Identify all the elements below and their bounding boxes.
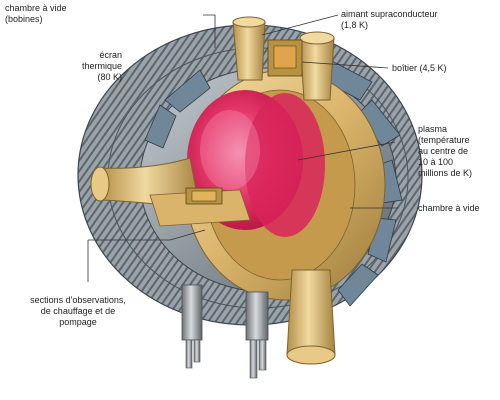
leader-lines — [87, 14, 398, 282]
label-casing: boîtier (4,5 K) — [392, 63, 447, 73]
coil-blocks — [144, 59, 403, 307]
label-plasma: plasma (température au centre de 10 à 10… — [418, 124, 473, 178]
label-thermal-screen: écran thermique (80 K) — [81, 50, 122, 82]
support-pipes — [181, 284, 269, 379]
top-port — [232, 16, 335, 101]
bottom-port — [286, 269, 336, 365]
horizontal-port — [90, 157, 251, 227]
label-vacuum-chamber-coils: chambre à vide (bobines) — [5, 3, 67, 24]
label-vacuum-chamber: chambre à vide — [418, 203, 480, 213]
label-superconducting-magnet: aimant supraconducteur (1,8 K) — [341, 9, 438, 30]
label-ports: sections d'observations, de chauffage et… — [30, 295, 126, 327]
